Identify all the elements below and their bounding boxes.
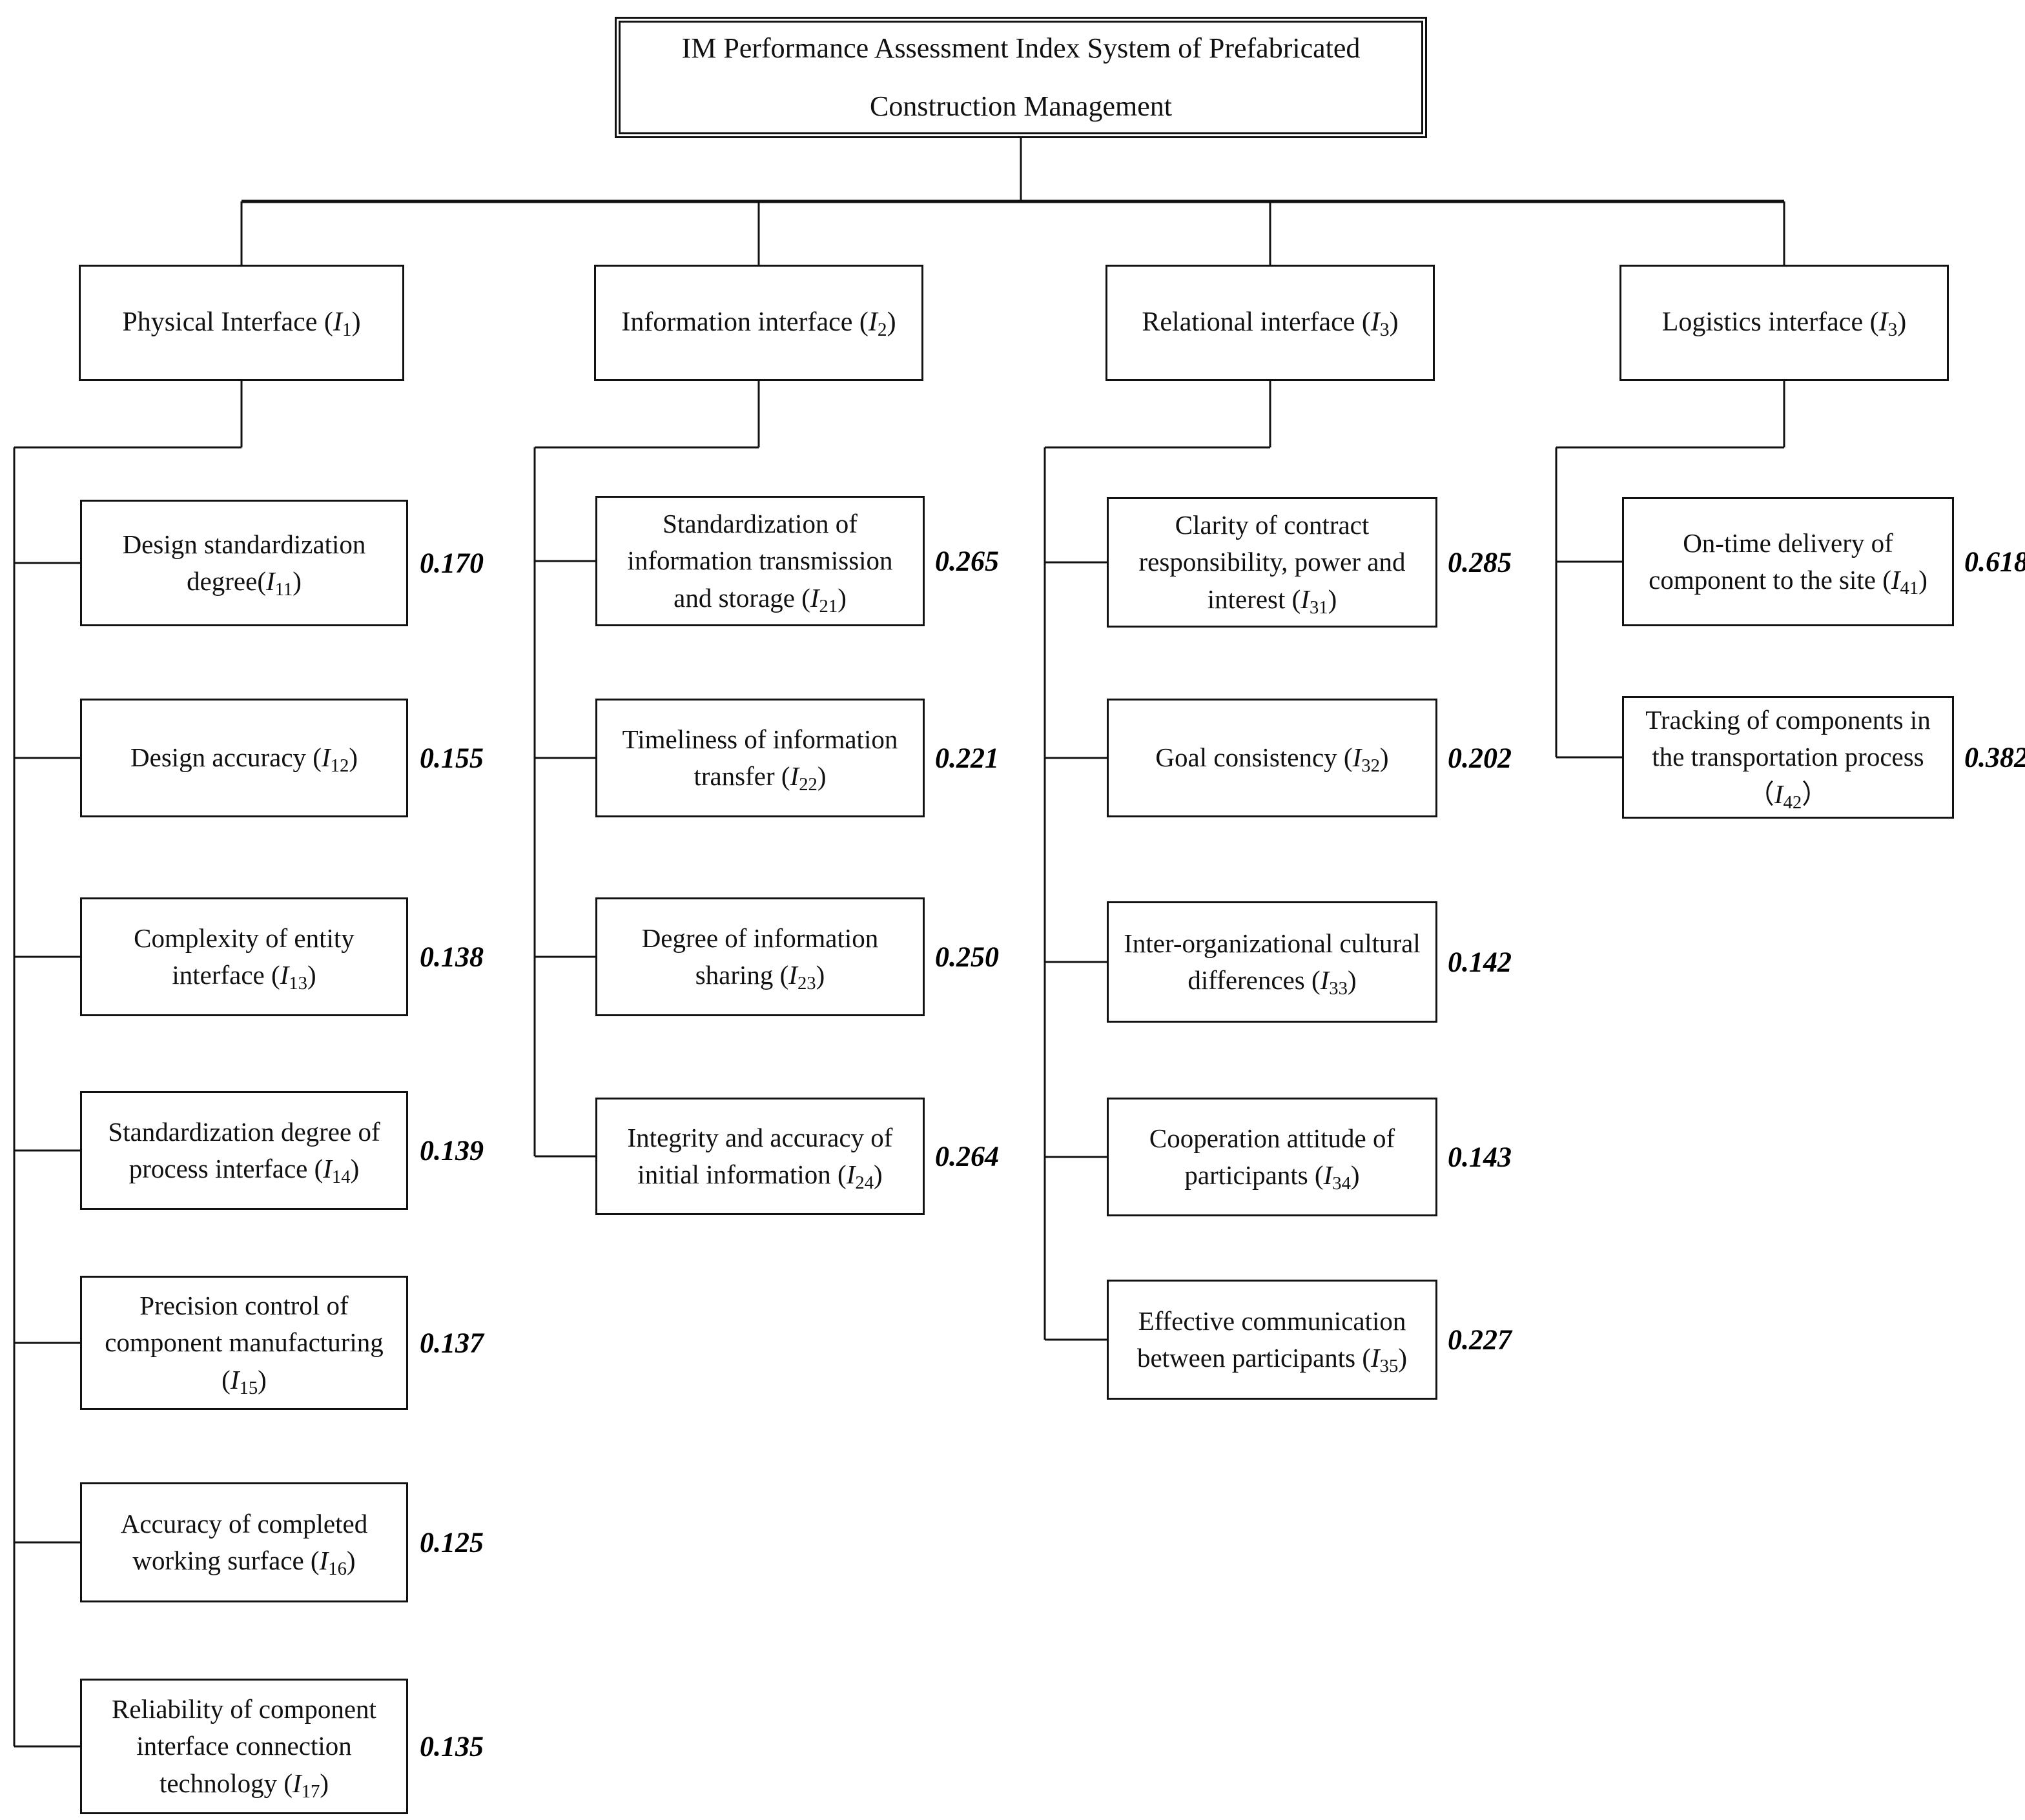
leaf-node-label-I21: Standardization of information transmiss…: [627, 508, 893, 617]
weight-label-I12: 0.155: [420, 742, 484, 774]
leaf-node-I14[interactable]: Standardization degree of process interf…: [80, 1091, 408, 1210]
leaf-node-I23[interactable]: Degree of information sharing (I23): [595, 897, 925, 1016]
leaf-node-label-I13: Complexity of entity interface (I13): [134, 923, 355, 994]
leaf-node-I22[interactable]: Timeliness of information transfer (I22): [595, 699, 925, 817]
branch-node-I2[interactable]: Information interface (I2): [594, 265, 923, 381]
weight-label-I21: 0.265: [935, 545, 999, 577]
leaf-node-label-I33: Inter-organizational cultural difference…: [1124, 928, 1421, 999]
leaf-node-label-I12: Design accuracy (I12): [130, 742, 358, 777]
weight-label-I24: 0.264: [935, 1140, 999, 1172]
weight-label-I31: 0.285: [1448, 546, 1512, 578]
branch-node-I1[interactable]: Physical Interface (I1): [79, 265, 404, 381]
leaf-node-I24[interactable]: Integrity and accuracy of initial inform…: [595, 1098, 925, 1215]
leaf-node-label-I31: Clarity of contract responsibility, powe…: [1138, 509, 1406, 618]
leaf-node-I21[interactable]: Standardization of information transmiss…: [595, 496, 925, 626]
branch-node-label-I4: Logistics interface (I3): [1661, 307, 1907, 341]
leaf-node-label-I22: Timeliness of information transfer (I22): [622, 724, 898, 795]
leaf-node-label-I23: Degree of information sharing (I23): [641, 923, 879, 994]
weight-label-I17: 0.135: [420, 1730, 484, 1763]
leaf-node-label-I24: Integrity and accuracy of initial inform…: [627, 1122, 893, 1194]
weight-label-I16: 0.125: [420, 1526, 484, 1559]
weight-label-I32: 0.202: [1448, 742, 1512, 774]
weight-label-I42: 0.382: [1964, 741, 2025, 773]
leaf-node-label-I32: Goal consistency (I32): [1155, 742, 1389, 777]
weight-label-I34: 0.143: [1448, 1141, 1512, 1173]
weight-label-I13: 0.138: [420, 941, 484, 973]
leaf-node-I42[interactable]: Tracking of components in the transporta…: [1622, 696, 1954, 819]
leaf-node-label-I16: Accuracy of completed working surface (I…: [120, 1508, 368, 1580]
leaf-node-I16[interactable]: Accuracy of completed working surface (I…: [80, 1482, 408, 1602]
leaf-node-I34[interactable]: Cooperation attitude of participants (I3…: [1107, 1098, 1437, 1216]
leaf-node-label-I35: Effective communication between particip…: [1136, 1305, 1407, 1377]
leaf-node-label-I34: Cooperation attitude of participants (I3…: [1149, 1123, 1395, 1194]
weight-label-I33: 0.142: [1448, 946, 1512, 978]
leaf-node-I17[interactable]: Reliability of component interface conne…: [80, 1679, 408, 1814]
leaf-node-I33[interactable]: Inter-organizational cultural difference…: [1107, 901, 1437, 1023]
leaf-node-label-I15: Precision control of component manufactu…: [105, 1290, 384, 1398]
weight-label-I41: 0.618: [1964, 546, 2025, 578]
leaf-node-label-I17: Reliability of component interface conne…: [112, 1693, 376, 1802]
branch-node-I4[interactable]: Logistics interface (I3): [1619, 265, 1949, 381]
weight-label-I15: 0.137: [420, 1327, 484, 1359]
branch-node-I3[interactable]: Relational interface (I3): [1105, 265, 1435, 381]
leaf-node-label-I41: On-time delivery of component to the sit…: [1649, 527, 1927, 599]
leaf-node-I31[interactable]: Clarity of contract responsibility, powe…: [1107, 497, 1437, 628]
leaf-node-I11[interactable]: Design standardization degree(I11): [80, 500, 408, 626]
root-node: IM Performance Assessment Index System o…: [615, 17, 1427, 138]
weight-label-I35: 0.227: [1448, 1324, 1512, 1356]
leaf-node-I41[interactable]: On-time delivery of component to the sit…: [1622, 497, 1954, 626]
weight-label-I23: 0.250: [935, 941, 999, 973]
branch-node-label-I3: Relational interface (I3): [1142, 307, 1399, 341]
branch-node-label-I1: Physical Interface (I1): [122, 307, 361, 341]
root-node-label: IM Performance Assessment Index System o…: [681, 32, 1361, 122]
leaf-node-label-I42: Tracking of components in the transporta…: [1645, 704, 1931, 813]
leaf-node-I15[interactable]: Precision control of component manufactu…: [80, 1276, 408, 1410]
leaf-node-label-I14: Standardization degree of process interf…: [108, 1116, 380, 1188]
weight-label-I11: 0.170: [420, 547, 484, 579]
branch-node-label-I2: Information interface (I2): [621, 307, 896, 341]
weight-label-I22: 0.221: [935, 742, 999, 774]
leaf-node-I13[interactable]: Complexity of entity interface (I13): [80, 897, 408, 1016]
leaf-node-I32[interactable]: Goal consistency (I32): [1107, 699, 1437, 817]
leaf-node-label-I11: Design standardization degree(I11): [122, 529, 366, 600]
leaf-node-I35[interactable]: Effective communication between particip…: [1107, 1280, 1437, 1400]
leaf-node-I12[interactable]: Design accuracy (I12): [80, 699, 408, 817]
weight-label-I14: 0.139: [420, 1134, 484, 1167]
